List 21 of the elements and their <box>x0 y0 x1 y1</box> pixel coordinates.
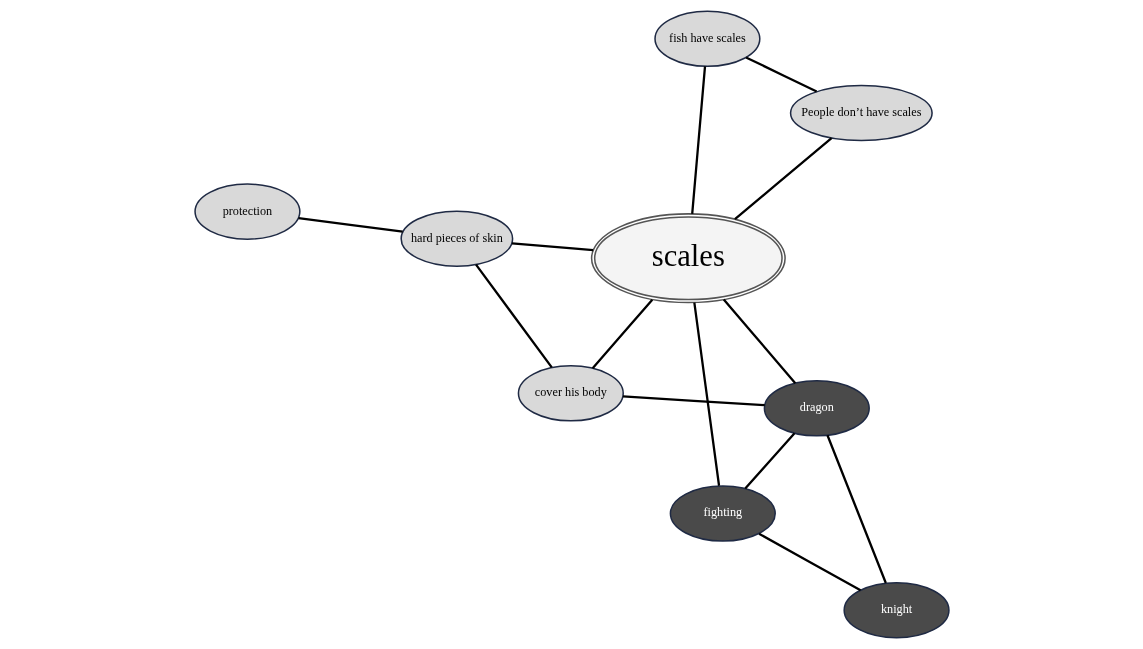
connector <box>511 242 593 252</box>
connector <box>722 298 796 384</box>
node-ellipse: fish have scales <box>653 10 761 68</box>
node-ellipse: fighting <box>669 485 776 542</box>
connector <box>743 432 795 490</box>
connector <box>825 434 887 584</box>
node-ellipse: dragon <box>763 379 870 437</box>
node-ellipse: hard pieces of skin <box>399 210 513 267</box>
connector <box>622 395 765 407</box>
connector <box>733 137 832 220</box>
node-ellipse: cover his body <box>517 365 624 422</box>
connector <box>758 532 861 592</box>
connector <box>591 298 653 369</box>
connector <box>690 66 706 214</box>
connector <box>745 56 817 93</box>
node-ellipse: People don’t have scales <box>789 84 933 142</box>
connector <box>692 302 720 486</box>
node-ellipse: protection <box>193 183 301 240</box>
node-ellipse: knight <box>842 581 950 639</box>
connector <box>474 263 553 369</box>
connector <box>297 217 403 233</box>
